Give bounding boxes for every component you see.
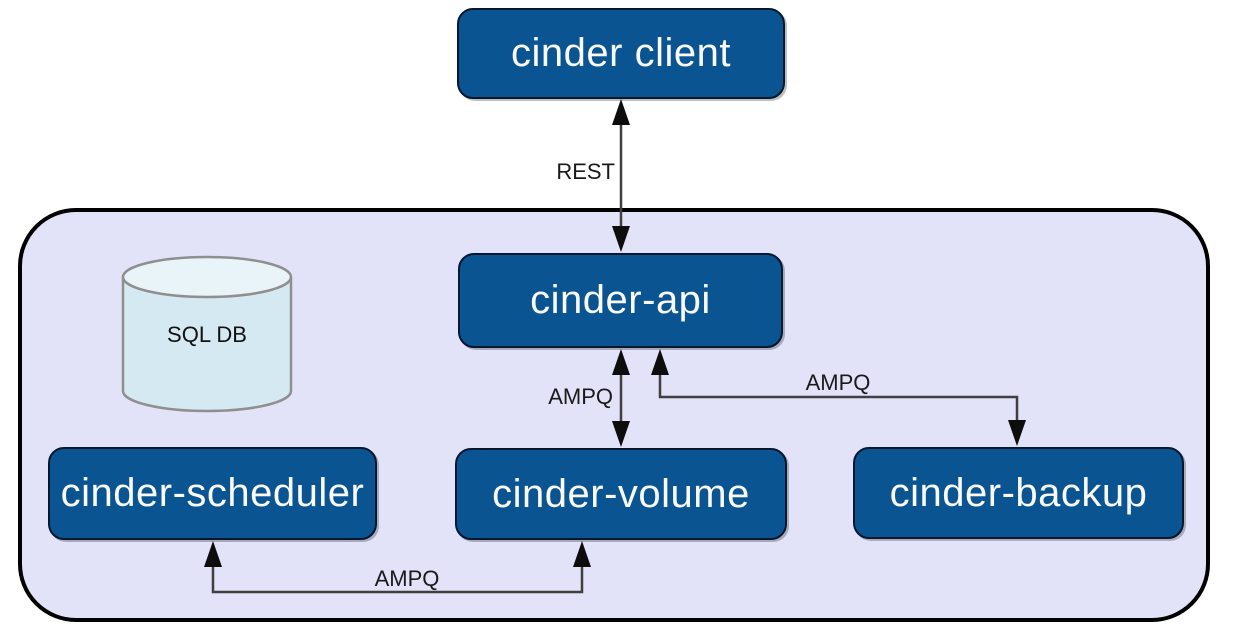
arrowhead-up-into-client (612, 99, 630, 125)
edge-label-ampq-api-backup: AMPQ (805, 370, 871, 395)
sql-db-label: SQL DB (167, 322, 247, 347)
edge-label-ampq-scheduler-volume: AMPQ (374, 566, 440, 591)
node-cinder-api: cinder-api (458, 253, 783, 348)
node-cinder-scheduler: cinder-scheduler (48, 447, 377, 540)
cylinder-top (121, 255, 293, 299)
edge-label-rest: REST (556, 159, 615, 184)
node-label: cinder-scheduler (60, 471, 365, 515)
node-label: cinder-volume (492, 471, 750, 516)
sql-db-cylinder-icon (121, 255, 293, 413)
cylinder-body (121, 277, 293, 413)
node-cinder-client: cinder client (457, 8, 785, 99)
node-label: cinder client (511, 31, 731, 75)
node-label: cinder-backup (889, 470, 1148, 515)
edge-label-ampq-api-volume: AMPQ (548, 384, 613, 409)
node-label: cinder-api (530, 278, 711, 322)
node-cinder-backup: cinder-backup (853, 447, 1184, 539)
node-cinder-volume: cinder-volume (455, 448, 787, 540)
